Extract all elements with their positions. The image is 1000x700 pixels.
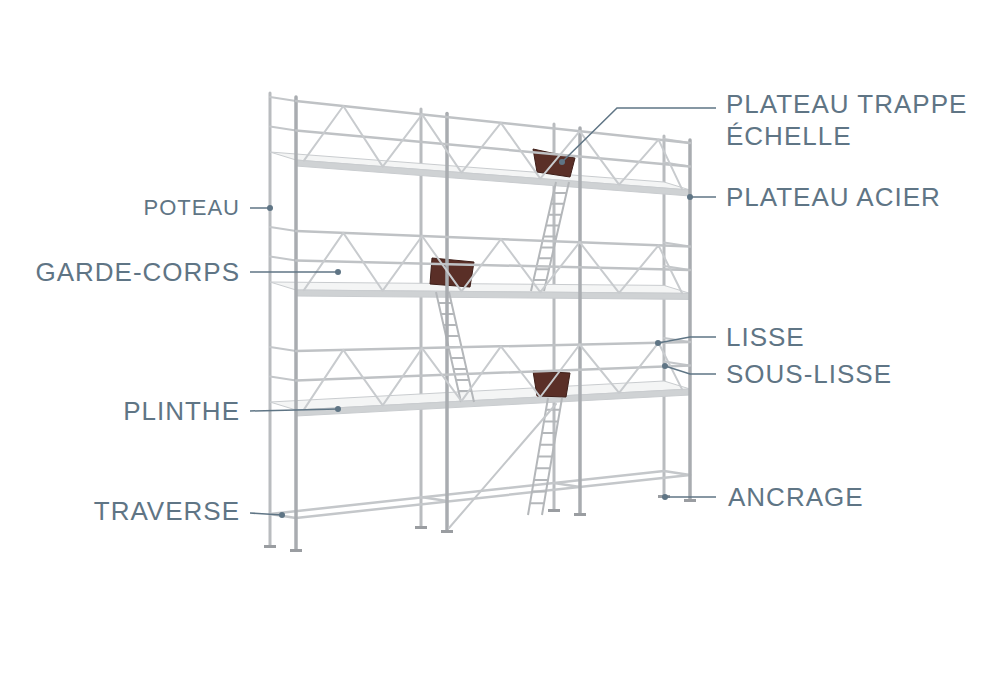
base-plates <box>264 495 696 552</box>
part-label: POTEAU <box>144 192 240 224</box>
leader-dots <box>267 159 693 518</box>
traverses <box>270 471 690 518</box>
diagonal-brace <box>449 404 556 528</box>
guard-braces <box>304 106 682 410</box>
part-label: LISSE <box>726 321 805 353</box>
part-label: PLATEAU ACIER <box>726 181 941 213</box>
part-label: PLINTHE <box>123 395 240 427</box>
leader-lines <box>250 108 716 515</box>
part-label: GARDE-CORPS <box>35 256 240 288</box>
end-rails <box>270 97 690 381</box>
part-label: PLATEAU TRAPPE ÉCHELLE <box>726 88 988 152</box>
part-label: TRAVERSE <box>94 495 240 527</box>
front-posts <box>296 97 690 550</box>
part-label: SOUS-LISSE <box>726 358 892 390</box>
decks <box>270 152 690 416</box>
guard-rails <box>296 101 690 381</box>
part-label: ANCRAGE <box>728 481 864 513</box>
